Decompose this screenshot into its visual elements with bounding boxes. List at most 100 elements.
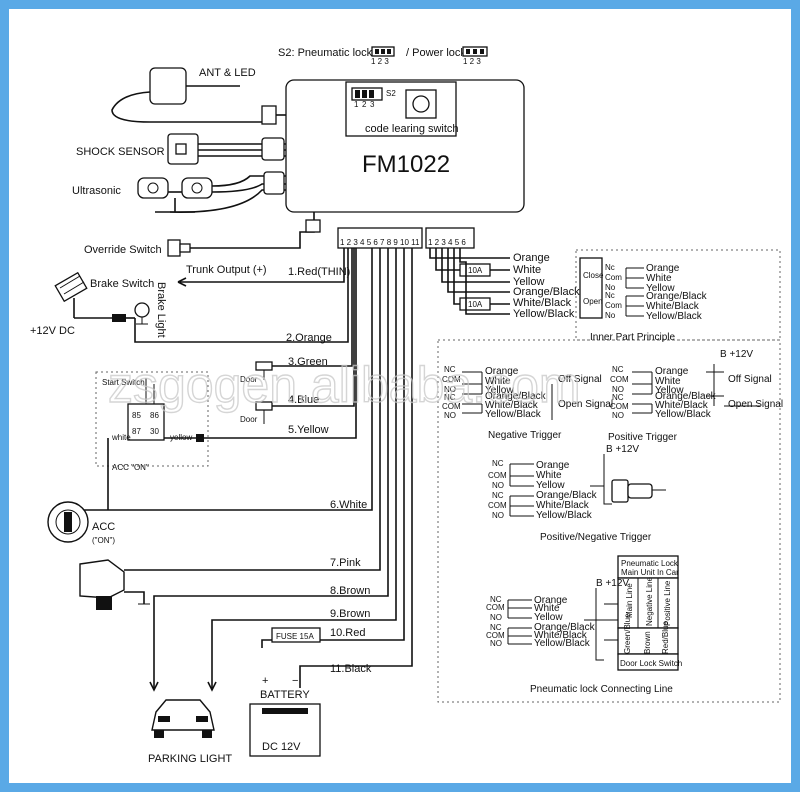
negative-trigger-title: Negative Trigger	[488, 430, 562, 441]
relay-pin-30: 30	[150, 427, 159, 436]
wire-8-label: 8.Brown	[330, 585, 370, 597]
connector-a-pins: 1 2 3 4 5 6 7 8 9 10 11	[340, 238, 420, 247]
inner-color-0: Orange	[646, 263, 680, 274]
posneg-pin-0: NC	[492, 459, 504, 468]
neg-pin-1: COM	[442, 375, 461, 384]
pneumatic-b12v: B +12V	[596, 578, 629, 589]
override-switch-label: Override Switch	[84, 244, 162, 256]
posneg-color-1: White	[536, 470, 562, 481]
wire-5-label: 5.Yellow	[288, 424, 329, 436]
pneumatic-color-1: White	[534, 603, 560, 614]
door-lock-switch-label: Door Lock Switch	[620, 659, 682, 668]
posneg-pin-4: COM	[488, 501, 507, 510]
brake-switch-label: Brake Switch	[90, 278, 154, 290]
neg-color-2: Yellow	[485, 385, 514, 396]
posneg-color-3: Orange/Black	[536, 490, 598, 501]
battery-voltage: DC 12V	[262, 741, 301, 753]
code-learning-switch-label: code learing switch	[365, 123, 459, 135]
wire-9-brown	[211, 248, 397, 690]
wire-8-brown	[153, 248, 389, 690]
acc-on-label: ("ON")	[92, 536, 115, 545]
arrow-parking-left-icon	[149, 681, 159, 692]
battery-plus: +	[262, 675, 268, 687]
siren-icon	[79, 559, 125, 610]
neg-color-3: Orange/Black	[485, 391, 547, 402]
pneumatic-color-3: Orange/Black	[534, 622, 596, 633]
pos-off-signal: Off Signal	[728, 374, 772, 385]
ignition-key-icon	[47, 501, 89, 543]
brake-light-label: Brake Light	[155, 282, 167, 338]
pos-color-2: Yellow	[655, 385, 684, 396]
wire-6-label: 6.White	[330, 499, 367, 511]
neg-pin-4: COM	[442, 402, 461, 411]
wire-2-label: 2.Orange	[286, 332, 332, 344]
dip-numbers-power: 1 2 3	[463, 57, 481, 66]
power-lock-label: / Power lock	[406, 47, 466, 59]
pos-color-4: White/Black	[655, 400, 709, 411]
pneumatic-main-line: Main Line	[625, 583, 634, 618]
pos-pin-5: NO	[612, 411, 624, 420]
override-switch	[167, 212, 321, 257]
pos-pin-0: NC	[612, 365, 624, 374]
pos-color-0: Orange	[655, 366, 689, 377]
neg-color-5: Yellow/Black	[485, 409, 542, 420]
inner-relay-box	[579, 257, 603, 319]
pos-color-5: Yellow/Black	[655, 409, 712, 420]
dip-num-1: 1	[354, 100, 359, 109]
white-small-label: white	[111, 433, 131, 442]
connector-b-pins: 1 2 3 4 5 6	[428, 238, 466, 247]
car-front-icon	[151, 699, 215, 738]
posneg-trigger-wires	[509, 454, 666, 517]
pneumatic-pin-5: NO	[490, 639, 502, 648]
pneumatic-unit-1: Pneumatic Lock	[621, 559, 679, 568]
acc-on-small-label: ACC "ON"	[112, 463, 149, 472]
output-color-4: White/Black	[513, 297, 572, 309]
pneumatic-negative-line: Negative Line	[645, 577, 654, 626]
output-fuse-a: 10A	[468, 266, 483, 275]
main-unit-fm1022	[285, 79, 525, 213]
wire-1-red-thin	[178, 248, 345, 283]
pos-color-3: Orange/Black	[655, 391, 717, 402]
neg-color-1: White	[485, 376, 511, 387]
parking-light-label: PARKING LIGHT	[148, 753, 232, 765]
relay-pin-86: 86	[150, 411, 159, 420]
posneg-pin-3: NC	[492, 491, 504, 500]
posneg-pin-1: COM	[488, 471, 507, 480]
acc-label: ACC	[92, 521, 115, 533]
pos-b12v: B +12V	[720, 349, 753, 360]
dc12v-label: +12V DC	[30, 325, 75, 337]
wire-4-blue	[272, 248, 355, 407]
inner-open-label: Open	[583, 297, 603, 306]
brake-switch-icon	[54, 271, 88, 318]
pos-pin-1: COM	[610, 375, 629, 384]
inner-pin-3: Nc	[605, 291, 615, 300]
inner-pin-0: Nc	[605, 263, 615, 272]
inner-pin-5: No	[605, 311, 616, 320]
door-label-a: Door	[240, 375, 258, 384]
wire-3-label: 3.Green	[288, 356, 328, 368]
positive-trigger-wires	[632, 364, 760, 414]
inner-pin-4: Com	[605, 301, 622, 310]
inner-close-label: Close	[583, 271, 604, 280]
pos-color-1: White	[655, 376, 681, 387]
antenna-led-module	[111, 67, 286, 125]
wire-5-yellow	[164, 248, 357, 439]
watermark: zsgogen.alibaba.com	[108, 357, 581, 413]
wire-4-label: 4.Blue	[288, 394, 319, 406]
relay	[127, 378, 165, 441]
pneumatic-color-2: Yellow	[534, 612, 563, 623]
inner-color-3: Orange/Black	[646, 291, 708, 302]
dip-numbers-pneumatic: 1 2 3	[371, 57, 389, 66]
inner-pin-1: Com	[605, 273, 622, 282]
output-color-0: Orange	[513, 252, 550, 264]
pos-pin-4: COM	[610, 402, 629, 411]
posneg-color-0: Orange	[536, 460, 570, 471]
pneumatic-pin-1: COM	[486, 603, 505, 612]
pneumatic-color-4: White/Black	[534, 630, 588, 641]
pneumatic-brown: Brown	[643, 631, 652, 654]
pos-pin-3: NC	[612, 393, 624, 402]
fuse-15a	[271, 627, 321, 643]
neg-color-0: Orange	[485, 366, 519, 377]
posneg-pin-2: NO	[492, 481, 504, 490]
output-fuse-b: 10A	[468, 300, 483, 309]
